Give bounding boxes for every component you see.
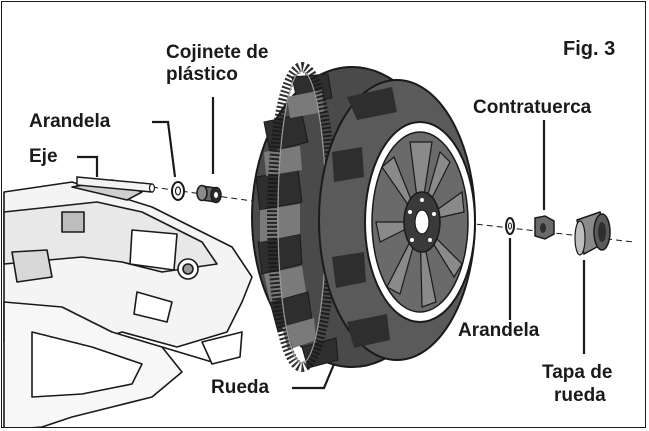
wheel [251,62,476,372]
label-hubcap-line2: rueda [554,385,606,406]
label-hubcap-line1: Tapa de [542,362,613,383]
figure-title: Fig. 3 [563,38,616,60]
axle-rod [76,176,156,193]
right-washer [505,217,515,235]
hub-cap [574,211,611,256]
leader-lines [77,97,586,390]
left-washer [171,181,185,201]
label-axle: Eje [29,146,58,167]
label-bearing-line1: Cojinete de [166,42,269,63]
plastic-bearing [196,184,222,204]
label-bearing-line2: plástico [166,64,238,85]
label-wheel: Rueda [211,377,270,398]
label-locknut: Contratuerca [473,97,592,118]
label-washer-right: Arandela [458,320,540,341]
label-washer-left: Arandela [29,111,111,132]
locknut [534,215,555,240]
vehicle-chassis [3,179,253,427]
